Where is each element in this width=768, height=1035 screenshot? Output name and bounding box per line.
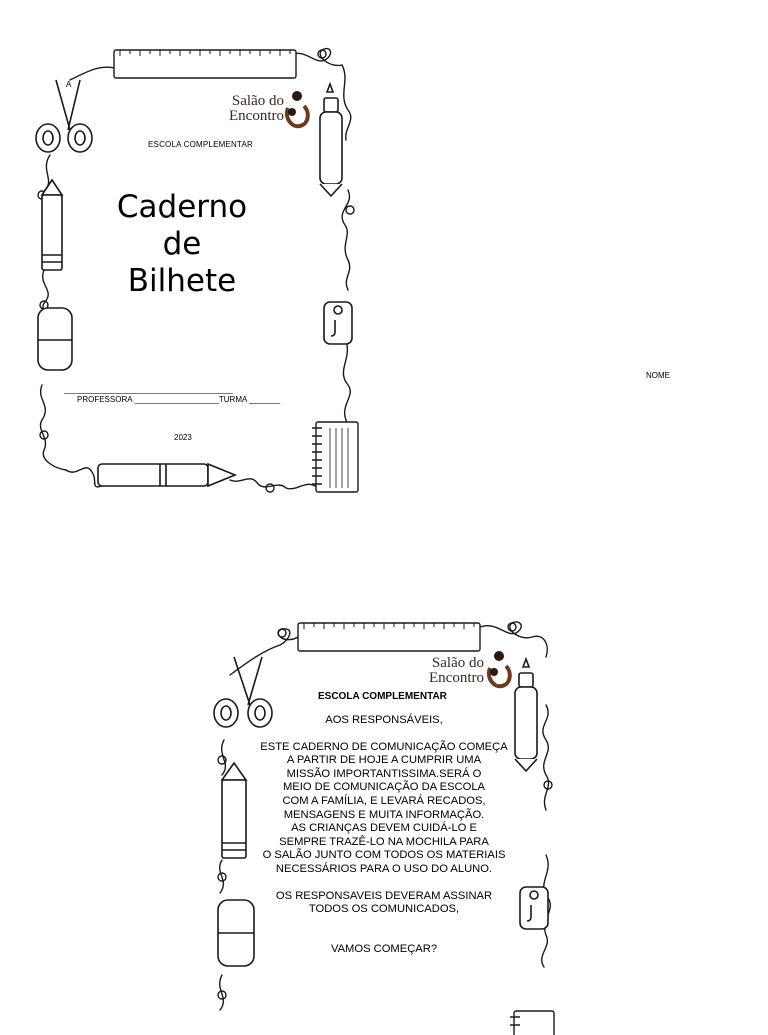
cover-corner-text: A — [66, 80, 72, 89]
sharpener-icon — [323, 301, 353, 345]
cover-school-frame — [35, 47, 359, 493]
letter-line: AS CRIANÇAS DEVEM CUIDÁ-LO E — [291, 822, 477, 835]
letter-closing: VAMOS COMEÇAR? — [330, 942, 438, 955]
letter-line: SEMPRE TRAZÊ-LO NA MOCHILA PARA — [279, 835, 489, 848]
logo-icon — [285, 91, 310, 129]
letter-line: O SALÃO JUNTO COM TODOS OS MATERIAIS — [262, 849, 506, 862]
letter-line: NECESSÁRIOS PARA O USO DO ALUNO. — [275, 862, 493, 875]
letter-logo: Salão do Encontro — [400, 650, 512, 690]
eraser-icon — [37, 307, 73, 371]
cover-name-line: ______________________________________ — [64, 385, 234, 394]
eraser-icon — [217, 899, 255, 967]
logo-line-1: Salão do — [431, 655, 484, 671]
cover-year: 2023 — [174, 433, 192, 442]
letter-line: MEIO DE COMUNICAÇÃO DA ESCOLA — [282, 781, 486, 794]
letter-body: AOS RESPONSÁVEIS, ESTE CADERNO DE COMUNI… — [234, 714, 534, 956]
cover-title: Caderno de Bilhete — [82, 189, 282, 300]
letter-line: A PARTIR DE HOJE A CUMPRIR UMA — [286, 754, 482, 767]
notebook-icon — [312, 421, 359, 493]
letter-line: MISSÃO IMPORTANTISSIMA.SERÁ O — [286, 767, 482, 780]
sharpener-icon — [519, 886, 549, 930]
notebook-icon — [510, 1010, 555, 1035]
cover-title-line-3: Bilhete — [127, 263, 237, 299]
letter-sign-line: OS RESPONSAVEIS DEVERAM ASSINAR — [275, 889, 493, 902]
side-nome-label: NOME — [646, 371, 670, 380]
cover-title-line-2: de — [162, 226, 202, 262]
ruler-icon — [297, 622, 481, 652]
cover-logo: Salão do Encontro — [200, 90, 310, 130]
letter-greeting: AOS RESPONSÁVEIS, — [325, 714, 443, 726]
glue-icon — [319, 81, 343, 198]
logo-icon — [487, 651, 512, 689]
ruler-icon — [113, 49, 297, 79]
crayon-icon — [40, 178, 64, 271]
logo-line-1: Salão do — [231, 93, 284, 109]
logo-line-2: Encontro — [229, 108, 284, 124]
letter-line: COM A FAMÍLIA, E LEVARÁ RECADOS, — [282, 794, 486, 807]
letter-school-name: ESCOLA COMPLEMENTAR — [318, 691, 447, 702]
crayon-icon — [220, 761, 248, 859]
letter-sign-line: TODOS OS COMUNICADOS, — [308, 903, 460, 916]
cover-school-name: ESCOLA COMPLEMENTAR — [148, 140, 254, 149]
pencil-icon — [97, 462, 238, 488]
cover-teacher-line: PROFESSORA ___________________TURMA ____… — [77, 395, 281, 404]
letter-line: MENSAGENS E MUITA INFORMAÇÃO. — [283, 808, 485, 821]
glue-icon — [514, 656, 538, 773]
logo-line-2: Encontro — [429, 670, 484, 686]
scissors-icon — [35, 79, 93, 153]
letter-line: ESTE CADERNO DE COMUNICAÇÃO COMEÇA — [260, 740, 508, 753]
scissors-icon — [213, 656, 273, 728]
cover-title-line-1: Caderno — [116, 189, 248, 225]
